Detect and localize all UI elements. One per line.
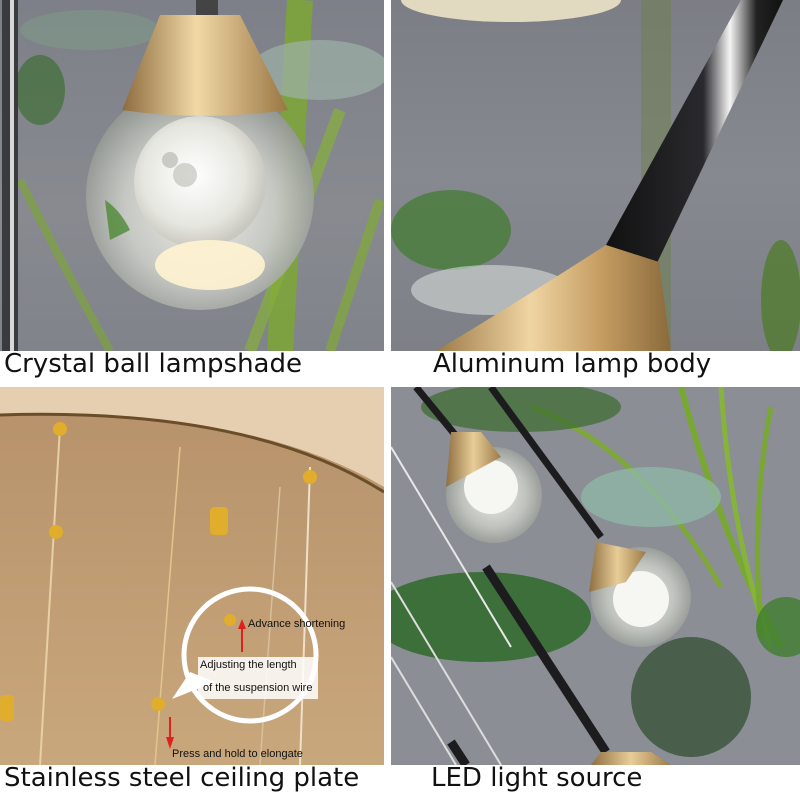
caption-text: Crystal ball lampshade (4, 349, 302, 379)
photo-crystal-ball-lampshade (0, 0, 384, 351)
annotation-callout-line2: of the suspension wire (203, 682, 313, 694)
photo-ceiling-plate: Advance shortening Adjusting the length … (0, 387, 384, 765)
led-pendants-illustration (391, 387, 800, 765)
annotation-advance-shortening: Advance shortening (248, 618, 346, 630)
crystal-ball-illustration (2, 0, 384, 351)
caption-text: Stainless steel ceiling plate (4, 763, 360, 793)
ceiling-plate-illustration (0, 387, 384, 765)
annotation-press-hold-elongate: Press and hold to elongate (172, 748, 303, 760)
caption-crystal-ball-lampshade: Crystal ball lampshade (4, 351, 384, 385)
caption-text: LED light source (431, 763, 643, 793)
photo-led-light-source (391, 387, 800, 765)
caption-led-light-source: LED light source (391, 765, 800, 800)
caption-text: Aluminum lamp body (433, 349, 712, 379)
photo-aluminum-lamp-body (391, 0, 800, 351)
annotation-callout-line1: Adjusting the length (200, 659, 297, 671)
caption-aluminum-lamp-body: Aluminum lamp body (391, 351, 800, 385)
lamp-body-illustration (391, 0, 800, 351)
caption-stainless-steel-ceiling-plate: Stainless steel ceiling plate (4, 765, 384, 800)
